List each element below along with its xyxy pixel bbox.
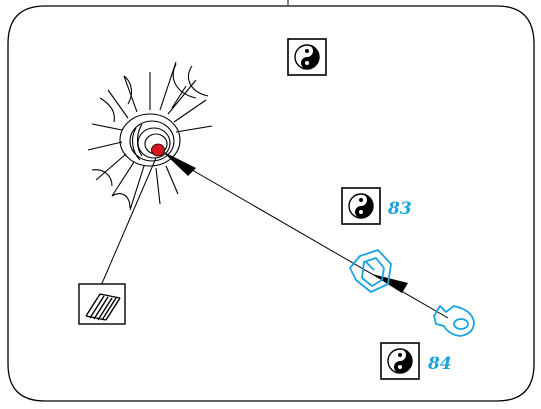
assembly-axis-line bbox=[167, 155, 449, 319]
yin-yang-icon bbox=[287, 38, 327, 76]
callout-number-84: 84 bbox=[427, 354, 452, 374]
nut-insert-arrow bbox=[372, 274, 408, 293]
diagram-frame bbox=[7, 0, 535, 402]
washer-part bbox=[433, 305, 475, 337]
callout-number-83: 83 bbox=[387, 199, 412, 219]
hub-center-highlight bbox=[151, 143, 165, 157]
grease-brush-icon bbox=[78, 283, 126, 325]
grease-leader-line bbox=[99, 157, 157, 289]
wheel-hub bbox=[87, 61, 213, 211]
yin-yang-icon bbox=[380, 342, 420, 380]
yin-yang-icon bbox=[341, 187, 381, 225]
nut-part bbox=[349, 249, 392, 293]
hub-insert-arrow bbox=[162, 151, 196, 176]
